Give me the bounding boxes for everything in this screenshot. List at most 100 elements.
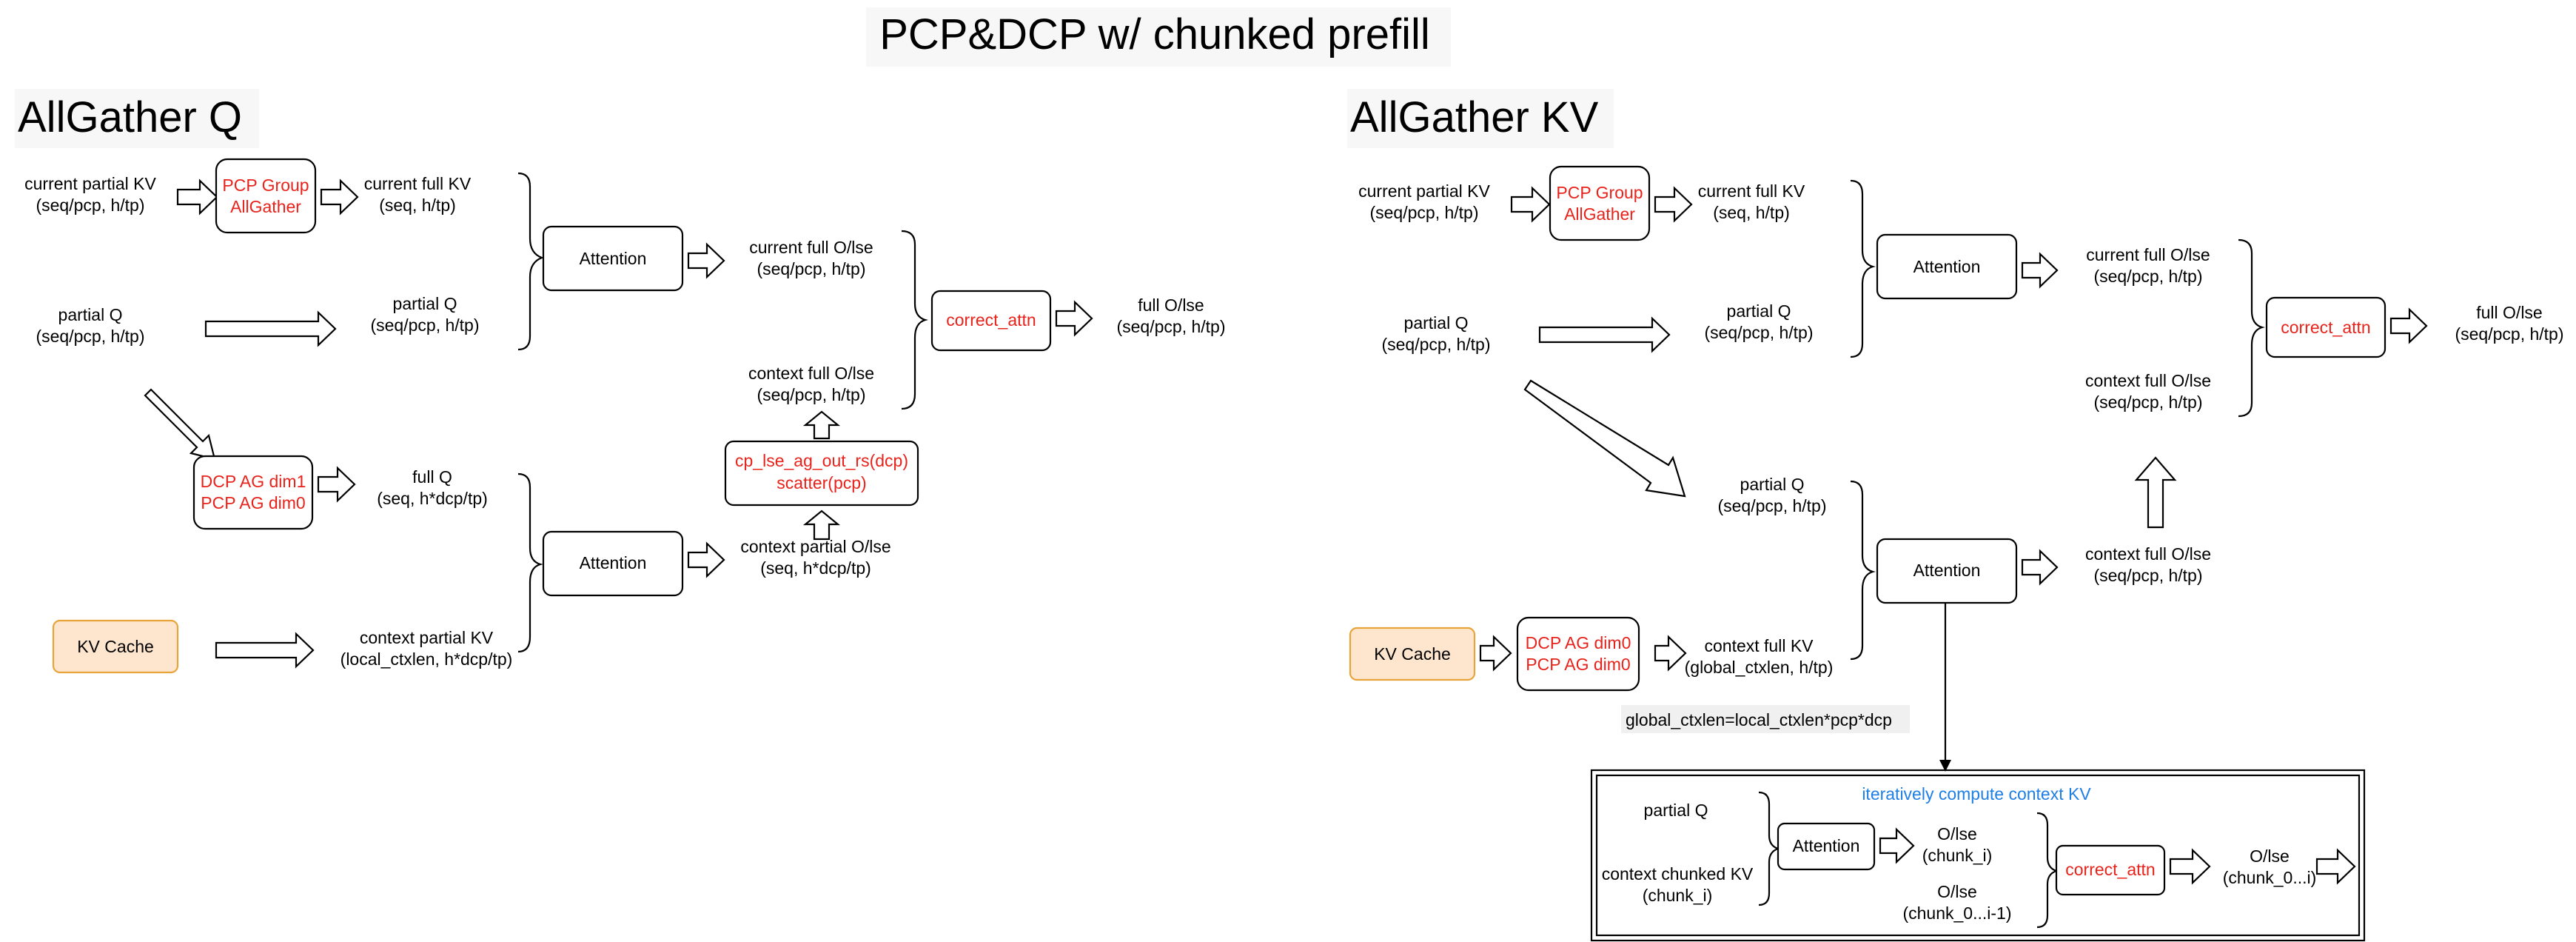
right-bottom-input-brace bbox=[1850, 480, 1876, 661]
right-arrow-partial-q-to-mid bbox=[1538, 316, 1671, 353]
right-up-arrow-to-context-full-olse bbox=[2134, 456, 2177, 529]
right-pcp-group-allgather-box bbox=[1549, 165, 1651, 241]
left-dcp-ag-box bbox=[192, 455, 314, 530]
left-heading: AllGather Q bbox=[18, 93, 242, 141]
diagram-title: PCP&DCP w/ chunked prefill bbox=[879, 10, 1430, 59]
iter-correct-attn-brace bbox=[2036, 812, 2059, 929]
left-context-partial-kv-label: context partial KV(local_ctxlen, h*dcp/t… bbox=[341, 628, 513, 669]
right-correct-attn-box bbox=[2265, 296, 2387, 358]
right-kv-cache-label: KV Cache bbox=[1374, 644, 1451, 664]
iter-arrow-to-olse-out bbox=[2169, 848, 2211, 885]
iter-partial-q-label: partial Q bbox=[1644, 801, 1708, 820]
right-partial-q-mid-label: partial Q(seq/pcp, h/tp) bbox=[1704, 301, 1813, 342]
right-dcp-ag-box bbox=[1516, 616, 1640, 692]
left-cp-lse-label: cp_lse_ag_out_rs(dcp)scatter(pcp) bbox=[735, 451, 908, 492]
left-bottom-input-brace bbox=[517, 472, 543, 653]
left-current-full-olse-label: current full O/lse(seq/pcp, h/tp) bbox=[749, 238, 873, 278]
left-cp-lse-box bbox=[724, 440, 919, 507]
iter-correct-attn-box bbox=[2055, 844, 2166, 896]
left-partial-q-mid-label: partial Q(seq/pcp, h/tp) bbox=[370, 294, 479, 335]
left-arrow-partial-q-to-mid bbox=[204, 310, 337, 347]
iter-correct-attn-label: correct_attn bbox=[2065, 860, 2155, 879]
right-arrow-to-current-full-kv bbox=[1654, 186, 1693, 223]
iter-inner-frame bbox=[1595, 774, 2361, 937]
right-current-full-olse-label: current full O/lse(seq/pcp, h/tp) bbox=[2086, 245, 2210, 286]
left-attention-bottom-box bbox=[542, 530, 684, 597]
iter-outer-frame bbox=[1590, 769, 2366, 942]
right-context-full-olse-label: context full O/lse(seq/pcp, h/tp) bbox=[2085, 371, 2211, 412]
left-top-input-brace bbox=[517, 172, 545, 351]
iter-olse-chunk-i-label: O/lse(chunk_i) bbox=[1922, 824, 1993, 865]
right-arrow-to-context-full-olse-low bbox=[2021, 549, 2059, 586]
iter-arrow-to-olse-chunk-i bbox=[1879, 827, 1915, 864]
iter-attention-label: Attention bbox=[1793, 836, 1860, 855]
right-full-olse-label: full O/lse(seq/pcp, h/tp) bbox=[2455, 303, 2563, 344]
left-arrow-to-current-full-kv bbox=[320, 178, 359, 216]
left-correct-attn-brace bbox=[901, 230, 928, 410]
right-arrow-to-full-olse bbox=[2389, 307, 2428, 344]
iter-olse-chunk-prev-label: O/lse(chunk_0...i-1) bbox=[1902, 882, 2011, 923]
right-arrow-to-current-full-olse bbox=[2021, 252, 2059, 289]
iter-heading: iteratively compute context KV bbox=[1862, 784, 2091, 804]
left-diagonal-arrow-to-dcp-ag bbox=[144, 388, 216, 461]
global-ctxlen-note: global_ctxlen=local_ctxlen*pcp*dcp bbox=[1626, 710, 1892, 729]
left-context-full-olse-label: context full O/lse(seq/pcp, h/tp) bbox=[748, 364, 874, 404]
right-top-input-brace bbox=[1850, 179, 1876, 358]
iter-olse-out-label: O/lse(chunk_0...i) bbox=[2223, 846, 2317, 887]
right-attention-top-box bbox=[1876, 233, 2018, 300]
left-current-full-kv-label: current full KV(seq, h/tp) bbox=[364, 174, 472, 215]
left-arrow-to-full-olse bbox=[1055, 300, 1093, 337]
left-pcp-group-allgather-box bbox=[215, 158, 317, 234]
right-correct-attn-brace bbox=[2238, 238, 2265, 418]
iter-input-brace bbox=[1758, 791, 1781, 906]
left-correct-attn-box bbox=[930, 290, 1052, 352]
left-kv-cache-box bbox=[52, 619, 179, 674]
iter-attention-box bbox=[1777, 822, 1876, 871]
left-attention-bottom-label: Attention bbox=[580, 553, 647, 572]
right-attention-top-label: Attention bbox=[1913, 257, 1981, 276]
right-correct-attn-label: correct_attn bbox=[2281, 318, 2370, 337]
left-context-partial-olse-label: context partial O/lse(seq, h*dcp/tp) bbox=[740, 537, 890, 578]
left-arrow-to-context-partial-olse bbox=[687, 541, 725, 578]
right-context-full-olse-low-label: context full O/lse(seq/pcp, h/tp) bbox=[2085, 544, 2211, 585]
right-kv-cache-box bbox=[1349, 627, 1476, 681]
iter-arrow-out bbox=[2315, 848, 2356, 885]
right-current-partial-kv-label: current partial KV(seq/pcp, h/tp) bbox=[1358, 181, 1490, 222]
left-full-q-label: full Q(seq, h*dcp/tp) bbox=[377, 467, 488, 508]
right-attention-bottom-box bbox=[1876, 538, 2018, 604]
title-bg bbox=[866, 7, 1451, 67]
right-heading-bg bbox=[1347, 89, 1614, 148]
left-arrow-kv-cache-to-context-kv bbox=[215, 632, 315, 669]
left-attention-top-label: Attention bbox=[580, 249, 647, 268]
left-heading-bg bbox=[15, 89, 259, 148]
right-arrow-to-pcp-group bbox=[1510, 186, 1551, 223]
iter-context-chunked-kv-label: context chunked KV(chunk_i) bbox=[1602, 864, 1754, 905]
right-heading: AllGather KV bbox=[1350, 93, 1599, 141]
right-diagonal-arrow-to-partial-q bbox=[1523, 379, 1686, 498]
left-up-arrow-to-context-full-olse bbox=[802, 410, 841, 440]
left-arrow-to-pcp-group bbox=[176, 178, 218, 216]
global-ctxlen-note-bg bbox=[1621, 705, 1910, 733]
right-attention-bottom-label: Attention bbox=[1913, 561, 1981, 580]
left-up-arrow-to-cp-lse bbox=[802, 510, 841, 541]
left-partial-q-label: partial Q(seq/pcp, h/tp) bbox=[36, 305, 144, 346]
right-arrow-kv-cache-to-dcp-ag bbox=[1479, 635, 1512, 672]
left-kv-cache-label: KV Cache bbox=[77, 637, 154, 656]
right-down-arrowhead bbox=[1939, 760, 1951, 772]
left-arrow-to-full-q bbox=[317, 466, 356, 503]
left-full-olse-label: full O/lse(seq/pcp, h/tp) bbox=[1116, 295, 1225, 336]
right-arrow-to-context-full-kv bbox=[1654, 635, 1687, 672]
right-partial-q-low-label: partial Q(seq/pcp, h/tp) bbox=[1717, 475, 1826, 515]
left-current-partial-kv-label: current partial KV(seq/pcp, h/tp) bbox=[24, 174, 156, 215]
right-partial-q-label: partial Q(seq/pcp, h/tp) bbox=[1381, 313, 1490, 354]
right-context-full-kv-label: context full KV(global_ctxlen, h/tp) bbox=[1685, 636, 1834, 677]
right-current-full-kv-label: current full KV(seq, h/tp) bbox=[1698, 181, 1805, 222]
left-arrow-to-current-full-olse bbox=[687, 242, 725, 279]
left-attention-top-box bbox=[542, 225, 684, 292]
left-correct-attn-label: correct_attn bbox=[946, 310, 1036, 330]
